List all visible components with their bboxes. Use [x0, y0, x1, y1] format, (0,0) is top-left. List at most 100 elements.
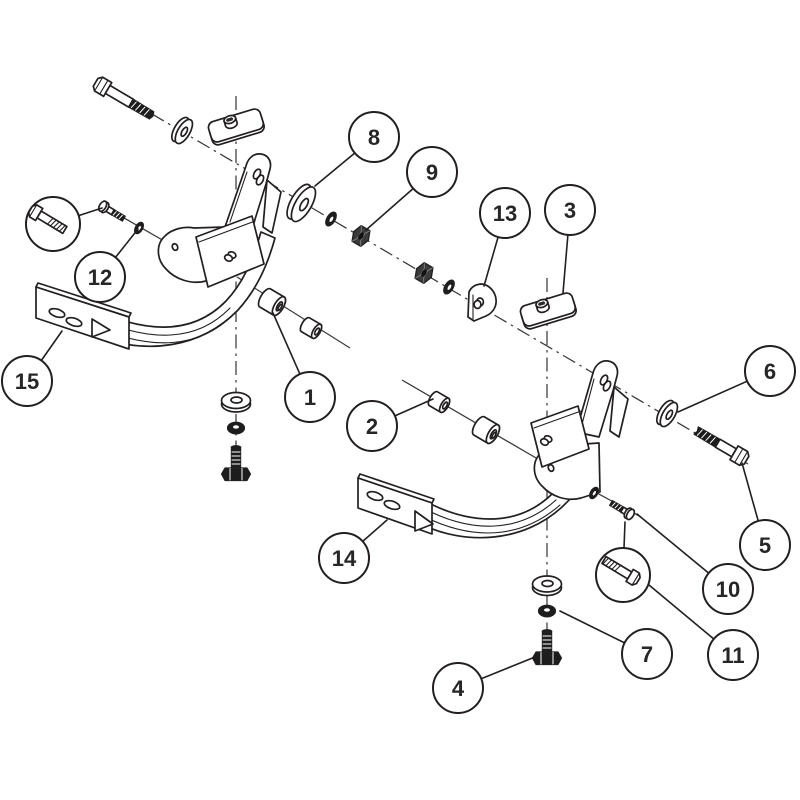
callout-number: 1 — [304, 385, 316, 410]
bolt-detail-drawing-right — [601, 555, 641, 586]
callout-circle — [346, 400, 398, 452]
callout-circle — [739, 519, 791, 571]
callout-leader — [394, 398, 434, 417]
hex-nut — [351, 225, 371, 247]
callout-leader — [741, 462, 760, 522]
callout-circle — [544, 184, 596, 236]
callout-leader — [480, 656, 536, 680]
callout-circle — [74, 251, 126, 303]
bracket-arm — [224, 153, 282, 234]
spacer-bushing-large — [471, 415, 501, 445]
callout-leader — [483, 236, 499, 287]
rear-bracket-assembly — [357, 360, 629, 539]
callout-leader — [677, 380, 749, 413]
callout-number: 9 — [426, 160, 438, 185]
button-head-bolt-front — [97, 200, 126, 222]
callout-2: 2 — [346, 398, 434, 452]
callout-leader — [40, 330, 63, 362]
clamp-plate — [195, 215, 265, 288]
hex-bolt-vertical — [220, 445, 252, 482]
lock-washer — [443, 279, 455, 295]
callout-circle — [479, 187, 531, 239]
nut-plate-front — [207, 108, 265, 146]
bottom-fasteners-rear — [531, 575, 563, 666]
bracket-arm — [575, 360, 629, 438]
callout-circle — [744, 345, 796, 397]
callout-12: 12 — [74, 228, 139, 303]
callout-circle — [406, 146, 458, 198]
long-hex-bolt-rear — [693, 426, 750, 467]
lock-washer — [325, 211, 337, 227]
callout-13: 13 — [479, 187, 531, 287]
callout-leader — [314, 152, 356, 187]
lock-washer-small — [588, 486, 600, 500]
callout-15: 15 — [1, 330, 63, 407]
mounting-plate-rear — [357, 473, 435, 535]
callout-circle — [432, 662, 484, 714]
callout-circle — [318, 532, 370, 584]
flat-washer — [655, 399, 679, 428]
callout-1: 1 — [272, 312, 336, 423]
flat-washer-top — [170, 116, 194, 145]
callout-number: 13 — [493, 201, 517, 226]
callout-circle — [707, 629, 759, 681]
front-spacer-axis — [236, 276, 351, 349]
nut-plate-rear — [519, 292, 577, 330]
callout-9: 9 — [365, 146, 458, 231]
callout-leader — [365, 187, 415, 231]
callout-circle — [1, 355, 53, 407]
callout-leader — [562, 234, 569, 294]
callout-number: 11 — [721, 643, 744, 668]
spacer-bushing-small — [427, 390, 451, 414]
callout-number: 15 — [15, 369, 39, 394]
callout-leader — [648, 584, 715, 640]
callout-10: 10 — [636, 513, 754, 615]
rear-spacer-axis — [401, 379, 544, 463]
bottom-fasteners-front — [220, 391, 252, 482]
callout-circle — [284, 371, 336, 423]
callout-circle — [348, 111, 400, 163]
callout-number: 5 — [759, 533, 771, 558]
callout-number: 10 — [716, 577, 740, 602]
callout-number: 4 — [452, 676, 465, 701]
bolt-detail-drawing-left — [27, 204, 68, 235]
tube-end-triangle — [91, 318, 111, 338]
callout-circle — [702, 563, 754, 615]
callout-number: 6 — [764, 359, 776, 384]
callout-leader — [114, 228, 139, 259]
callout-4: 4 — [432, 656, 536, 714]
callout-5: 5 — [739, 462, 791, 571]
callout-leader — [272, 312, 301, 375]
callout-leader — [559, 610, 626, 644]
tube-end-triangle — [414, 510, 434, 532]
callout-leader — [361, 519, 388, 543]
clamp-plate — [530, 405, 590, 468]
callout-8: 8 — [314, 111, 400, 187]
callout-number: 7 — [641, 642, 653, 667]
callout-number: 8 — [368, 125, 380, 150]
callout-7: 7 — [559, 610, 673, 680]
bolt-detail-left-leader — [77, 207, 103, 217]
callout-leader — [636, 513, 710, 574]
callout-3: 3 — [544, 184, 596, 294]
callout-number: 12 — [88, 265, 112, 290]
spacer-bushing-small — [299, 316, 323, 340]
long-hex-bolt-front — [92, 76, 155, 120]
hex-bolt-vertical — [531, 629, 563, 666]
callout-number: 2 — [366, 414, 378, 439]
callout-number: 14 — [332, 546, 357, 571]
button-head-bolt-rear — [608, 499, 636, 521]
callout-circle — [621, 628, 673, 680]
mounting-plate-front — [35, 282, 132, 350]
flat-washer-large — [286, 183, 317, 223]
callout-number: 3 — [564, 198, 576, 223]
callout-14: 14 — [318, 519, 388, 584]
clip-bracket — [467, 283, 497, 322]
bolt-detail-right-leader — [623, 521, 626, 549]
hex-nut — [414, 262, 434, 284]
callout-11: 11 — [648, 584, 759, 681]
callout-6: 6 — [677, 345, 796, 413]
